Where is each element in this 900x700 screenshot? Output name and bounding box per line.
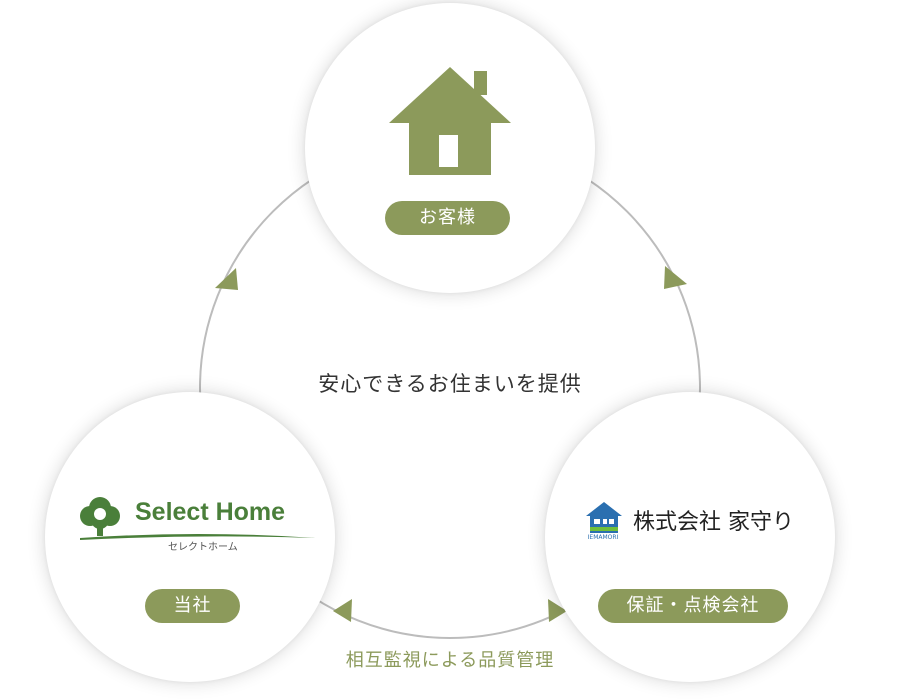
select-home-title: Select Home [135,498,286,526]
iemamori-logo: IEMAMORI 株式会社 家守り [583,500,823,544]
arrow-bottom-left-icon [333,599,352,622]
select-home-logo: Select Home セレクトホーム [78,494,318,554]
center-caption: 安心できるお住まいを提供 [318,372,582,396]
select-home-subtitle: セレクトホーム [168,542,238,553]
arrow-bottom-right-icon [548,599,567,622]
bottom-caption: 相互監視による品質管理 [345,650,555,671]
partner-node: IEMAMORI 株式会社 家守り 保証・点検会社 [545,392,835,682]
arrow-right-down-icon [664,266,687,289]
iemamori-icon-text: IEMAMORI [587,534,619,541]
house-logo-icon [586,502,622,533]
house-icon [389,67,511,175]
partner-label: 保証・点検会社 [598,589,788,623]
tree-icon [80,497,316,540]
arrow-left-up-icon [215,268,238,290]
company-label: 当社 [145,589,240,623]
customer-label: お客様 [385,201,510,235]
iemamori-title: 株式会社 家守り [633,510,794,535]
company-node: Select Home セレクトホーム 当社 [45,392,335,682]
customer-node: お客様 [305,3,595,293]
